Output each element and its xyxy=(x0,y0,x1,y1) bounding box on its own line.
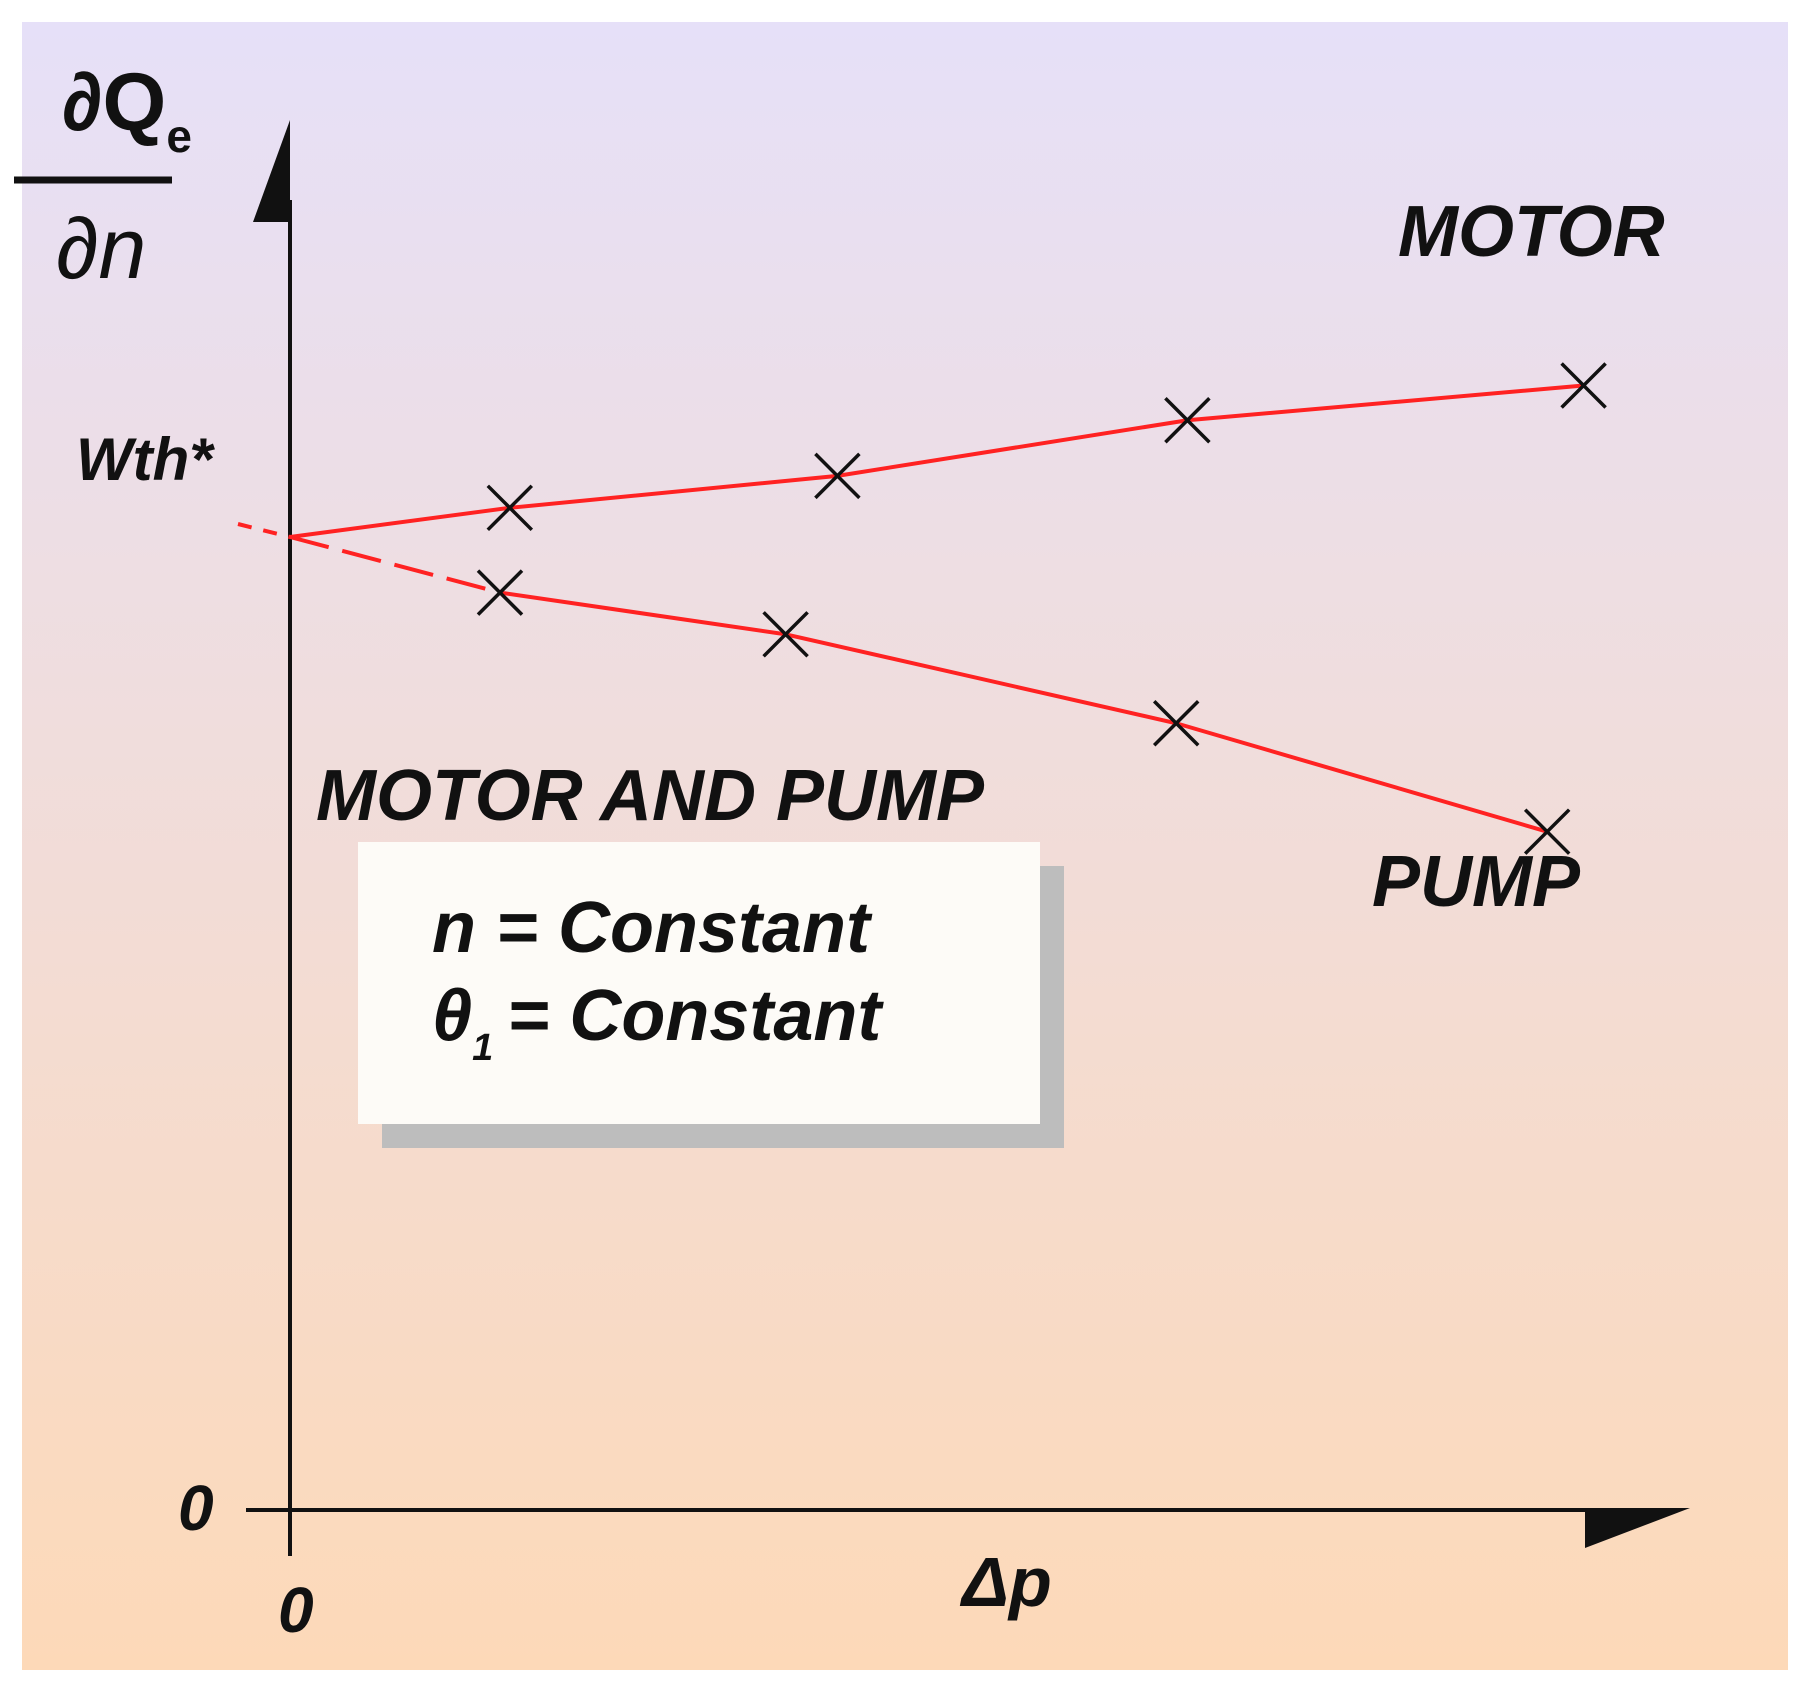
x-origin-label: 0 xyxy=(278,1574,314,1646)
y-origin-label: 0 xyxy=(178,1472,214,1544)
intercept-stub-dashed xyxy=(237,522,291,539)
x-axis-label: Δp xyxy=(959,1543,1052,1621)
data-point-pump-1 xyxy=(476,569,524,616)
y-axis-label: ∂Qe ∂n xyxy=(14,57,192,297)
data-point-pump-2 xyxy=(762,611,809,658)
condition-n-text: = Constant xyxy=(496,888,873,968)
y-label-numerator-sub: e xyxy=(166,110,192,162)
condition-n: n= Constant xyxy=(432,888,873,968)
data-point-motor-1 xyxy=(486,484,534,532)
data-point-motor-2 xyxy=(814,452,861,500)
condition-theta: θ1= Constant xyxy=(432,976,884,1069)
data-point-motor-4 xyxy=(1560,362,1607,409)
series-label-pump: PUMP xyxy=(1372,842,1581,922)
condition-theta-text: = Constant xyxy=(507,976,884,1056)
series-line-motor-extrapolation xyxy=(289,505,511,539)
data-point-pump-3 xyxy=(1152,700,1200,747)
y-axis-arrow xyxy=(253,120,290,222)
condition-theta-subscript: 1 xyxy=(472,1027,493,1069)
series-line-pump xyxy=(499,590,1548,834)
series-line-pump-extrapolation xyxy=(289,535,501,595)
y-label-numerator: ∂Qe xyxy=(62,57,192,162)
data-point-motor-3 xyxy=(1164,397,1211,444)
section-label: MOTOR AND PUMP xyxy=(316,756,985,836)
data-point-pump-4 xyxy=(1523,808,1571,855)
x-axis-arrow xyxy=(1585,1508,1690,1548)
y-intercept-label: Wth* xyxy=(76,426,215,493)
series-label-motor: MOTOR xyxy=(1398,192,1665,272)
y-label-denominator: ∂n xyxy=(56,201,146,297)
series-line-motor xyxy=(509,383,1584,510)
conditions-box-panel xyxy=(358,842,1040,1124)
data-layer xyxy=(237,362,1607,855)
conditions-box: n= Constant θ1= Constant xyxy=(358,842,1064,1148)
